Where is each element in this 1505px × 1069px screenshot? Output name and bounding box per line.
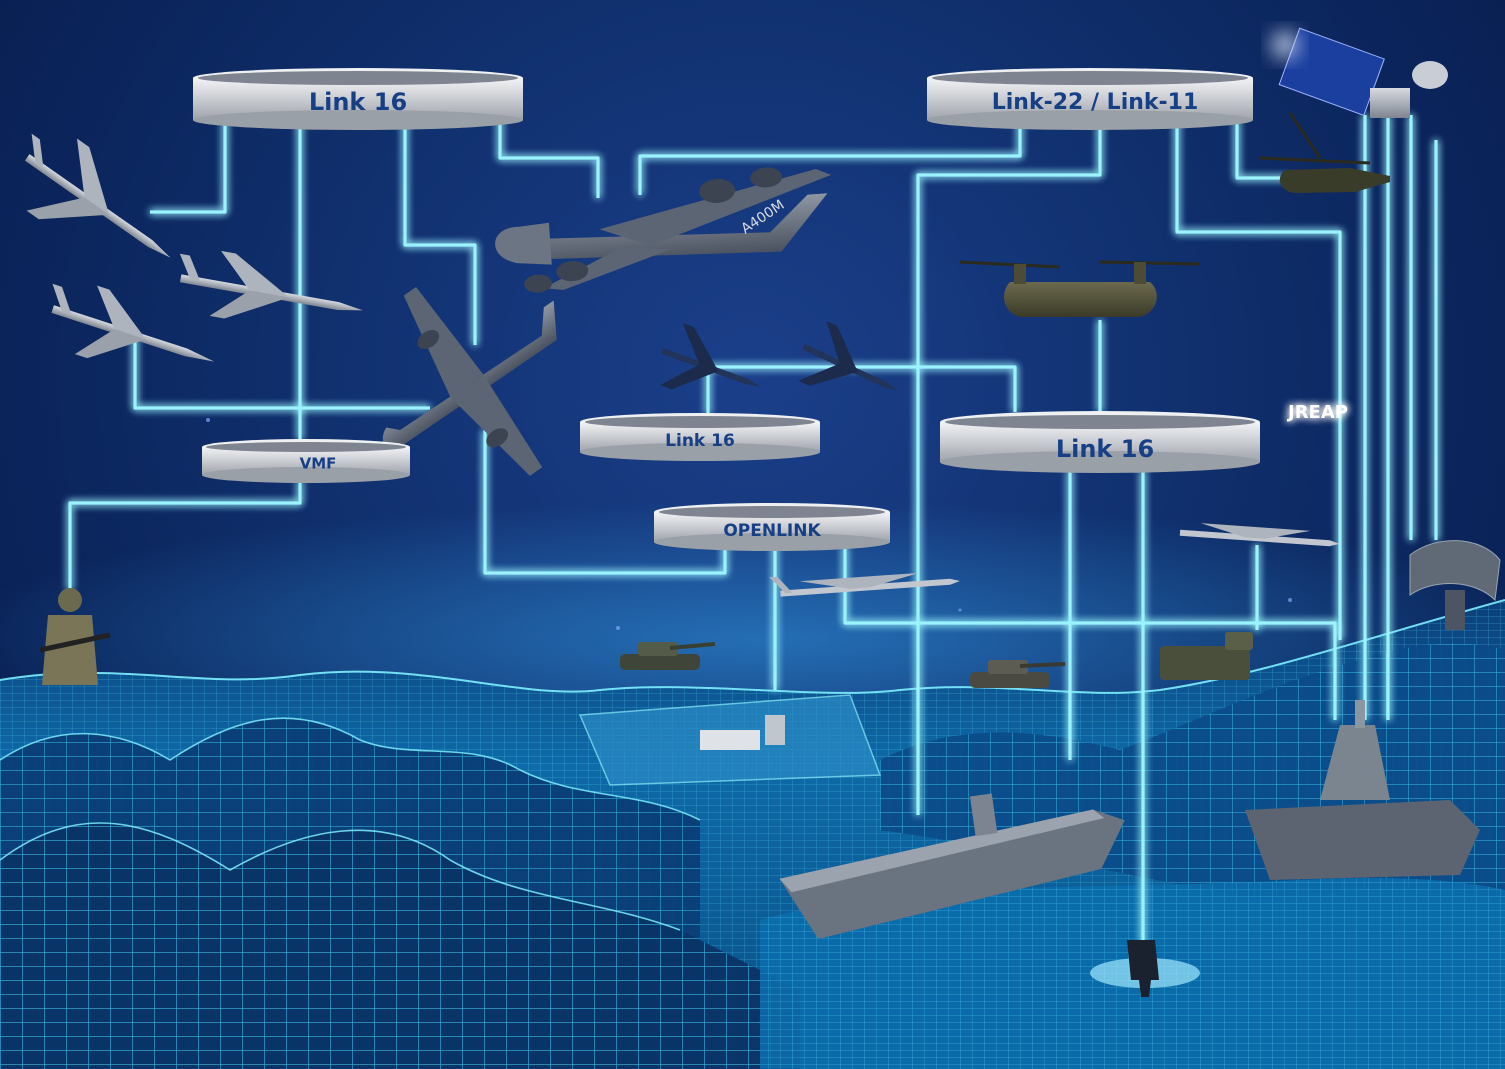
- line-link22-chinook: [1175, 120, 1342, 640]
- link22-link11-label: Link-22 / Link-11: [992, 90, 1199, 115]
- vmf-label: VMF: [300, 455, 337, 473]
- submarine-icon: [1090, 940, 1200, 997]
- link16-center-node: Link 16: [580, 413, 820, 461]
- aircraft-carrier-icon: [779, 793, 1125, 939]
- link16-top-node: Link 16: [193, 68, 523, 130]
- link22-link11-node: Link-22 / Link-11: [927, 68, 1253, 130]
- openlink-label: OPENLINK: [723, 521, 821, 541]
- drone-icon: [1179, 523, 1340, 547]
- line-transport-openlink: [483, 430, 727, 575]
- radar-icon: [1409, 540, 1501, 630]
- link16-right-label: Link 16: [1056, 435, 1154, 463]
- link16-right-node: Link 16: [940, 411, 1260, 473]
- fighter-jet-icon: [660, 323, 761, 390]
- fighter-jet-icon: [798, 320, 899, 391]
- helicopter-icon: [1259, 112, 1390, 193]
- fighter-jet-icon: [24, 133, 171, 258]
- fighter-jet-icon: [179, 250, 363, 319]
- tank-icon: [620, 642, 716, 670]
- jreap-label: JREAP: [1286, 402, 1348, 423]
- link16-center-label: Link 16: [665, 431, 735, 451]
- openlink-node: OPENLINK: [654, 503, 890, 551]
- line-link22-helo: [1235, 120, 1290, 180]
- line-link16-fighter-1: [150, 120, 227, 214]
- line-fighter-bus: [133, 335, 430, 410]
- line-link16-a400m: [498, 120, 600, 198]
- line-fighters-link16: [708, 365, 1017, 412]
- air-base-icon: [578, 694, 882, 786]
- background-stars: [206, 418, 1292, 630]
- a400m-transport-icon: [382, 287, 557, 476]
- soldier-icon: [39, 588, 111, 685]
- line-link22-a400m: [638, 120, 1022, 195]
- a400m-transport-icon: A400M: [495, 167, 832, 293]
- line-link16-transport: [403, 120, 477, 345]
- satellite-icon: [1273, 27, 1448, 118]
- destroyer-ship-icon: [1245, 700, 1480, 880]
- line-vmf-soldier: [68, 480, 302, 590]
- tank-icon: [1160, 632, 1253, 680]
- link16-top-label: Link 16: [309, 88, 407, 116]
- tank-icon: [970, 660, 1066, 688]
- vmf-node: VMF: [202, 439, 410, 483]
- line-link22-carrier: [916, 120, 1102, 815]
- chinook-helicopter-icon: [959, 260, 1201, 317]
- fighter-jet-icon: [51, 283, 215, 362]
- link-lines: [68, 115, 1438, 945]
- drone-icon: [769, 572, 960, 597]
